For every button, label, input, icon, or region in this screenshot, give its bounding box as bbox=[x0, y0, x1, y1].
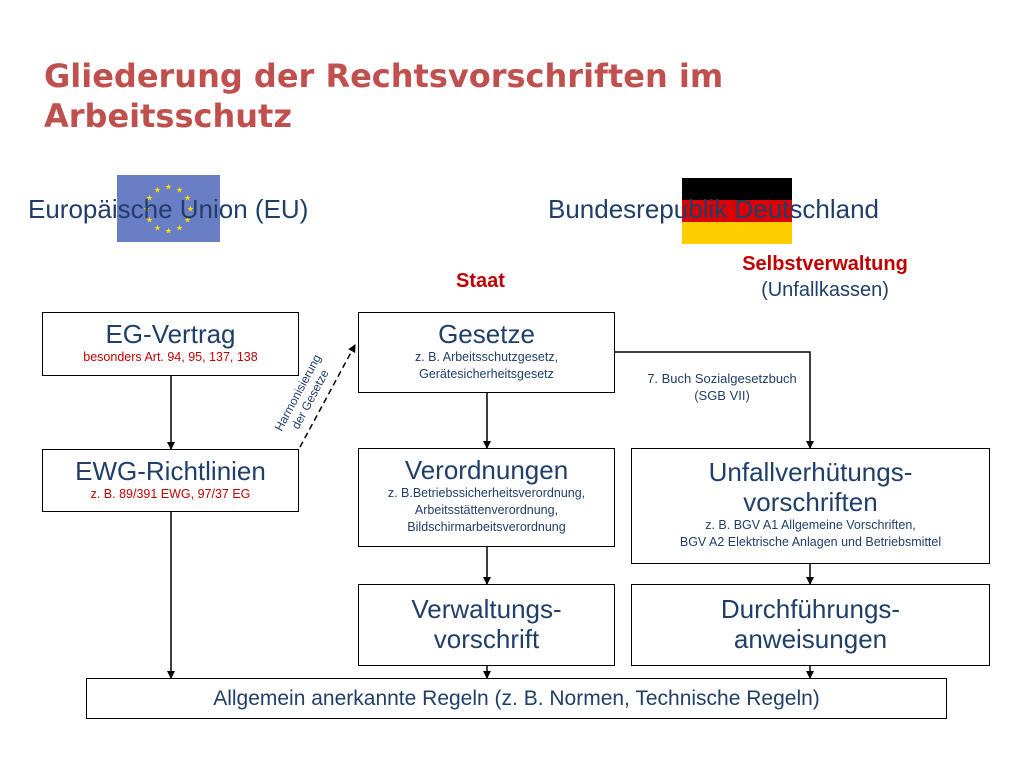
eu-star-icon: ★ bbox=[176, 185, 183, 194]
verordnungen-sub3: Bildschirmarbeitsverordnung bbox=[407, 520, 566, 534]
regeln-box: Allgemein anerkannte Regeln (z. B. Norme… bbox=[86, 678, 947, 719]
eu-label: Europäische Union (EU) bbox=[28, 194, 309, 224]
eu-star-icon: ★ bbox=[143, 205, 150, 214]
gesetze-sub1: z. B. Arbeitsschutzgesetz, bbox=[414, 350, 559, 364]
eu-star-icon: ★ bbox=[146, 194, 153, 203]
verordnungen-title: Verordnungen bbox=[404, 455, 569, 485]
eg-vertrag-title: EG-Vertrag bbox=[105, 319, 236, 349]
regeln-title: Allgemein anerkannte Regeln (z. B. Norme… bbox=[213, 687, 820, 710]
sgb-line1: 7. Buch Sozialgesetzbuch bbox=[647, 371, 797, 386]
gesetze-sub2: Gerätesicherheitsgesetz bbox=[419, 367, 554, 381]
verwaltungsvorschrift-box: Verwaltungs- vorschrift bbox=[358, 584, 615, 666]
page-title: Gliederung der Rechtsvorschriften im Arb… bbox=[44, 57, 724, 135]
unfallkassen-label: (Unfallkassen) bbox=[761, 279, 889, 301]
verordnungen-box: Verordnungen z. B.Betriebssicherheitsver… bbox=[358, 448, 615, 547]
gesetze-title: Gesetze bbox=[438, 319, 535, 349]
uvv-title1: Unfallverhütungs- bbox=[708, 457, 913, 487]
uvv-box: Unfallverhütungs- vorschriften z. B. BGV… bbox=[631, 448, 990, 564]
selbstverwaltung-group: Selbstverwaltung (Unfallkassen) bbox=[700, 253, 950, 302]
eg-vertrag-sub: besonders Art. 94, 95, 137, 138 bbox=[83, 350, 258, 364]
flag-stripe-red bbox=[682, 199, 792, 222]
durchfuehrung-title2: anweisungen bbox=[733, 624, 888, 654]
eu-star-icon: ★ bbox=[165, 183, 172, 192]
de-label: Bundesrepublik Deutschland bbox=[548, 194, 879, 224]
germany-flag-icon bbox=[682, 178, 792, 244]
eu-star-icon: ★ bbox=[184, 216, 191, 225]
eu-star-icon: ★ bbox=[187, 205, 194, 214]
eu-star-icon: ★ bbox=[146, 216, 153, 225]
ewg-richtlinien-box: EWG-Richtlinien z. B. 89/391 EWG, 97/37 … bbox=[42, 449, 299, 512]
eu-star-icon: ★ bbox=[184, 194, 191, 203]
durchfuehrung-title1: Durchführungs- bbox=[720, 594, 901, 624]
verwaltung-title1: Verwaltungs- bbox=[411, 594, 562, 624]
eu-stars: ★★★★★★★★★★★★ bbox=[143, 183, 194, 236]
uvv-sub2: BGV A2 Elektrische Anlagen und Betriebsm… bbox=[679, 535, 942, 549]
eu-star-icon: ★ bbox=[154, 185, 161, 194]
selbstverwaltung-label: Selbstverwaltung bbox=[742, 253, 908, 275]
durchfuehrung-box: Durchführungs- anweisungen bbox=[631, 584, 990, 666]
sgb-line2: (SGB VII) bbox=[694, 388, 750, 403]
eu-star-icon: ★ bbox=[154, 224, 161, 233]
flag-stripe-black bbox=[682, 178, 792, 200]
staat-label: Staat bbox=[456, 270, 505, 292]
eu-flag-icon: ★★★★★★★★★★★★ bbox=[117, 175, 220, 242]
uvv-title2: vorschriften bbox=[743, 487, 878, 517]
verordnungen-sub2: Arbeitsstättenverordnung, bbox=[414, 503, 559, 517]
arrow-gesetze-to-uvv bbox=[615, 351, 814, 449]
eu-star-icon: ★ bbox=[165, 227, 172, 236]
flag-stripe-gold bbox=[682, 221, 792, 244]
ewg-richtlinien-title: EWG-Richtlinien bbox=[75, 456, 266, 486]
gesetze-box: Gesetze z. B. Arbeitsschutzgesetz, Gerät… bbox=[358, 312, 615, 393]
eu-star-icon: ★ bbox=[176, 224, 183, 233]
ewg-richtlinien-sub: z. B. 89/391 EWG, 97/37 EG bbox=[90, 487, 251, 501]
sgb-label: 7. Buch Sozialgesetzbuch (SGB VII) bbox=[632, 370, 812, 404]
uvv-sub1: z. B. BGV A1 Allgemeine Vorschriften, bbox=[705, 518, 916, 532]
verordnungen-sub1: z. B.Betriebssicherheitsverordnung, bbox=[387, 486, 586, 500]
eg-vertrag-box: EG-Vertrag besonders Art. 94, 95, 137, 1… bbox=[42, 312, 299, 376]
verwaltung-title2: vorschrift bbox=[433, 624, 540, 654]
